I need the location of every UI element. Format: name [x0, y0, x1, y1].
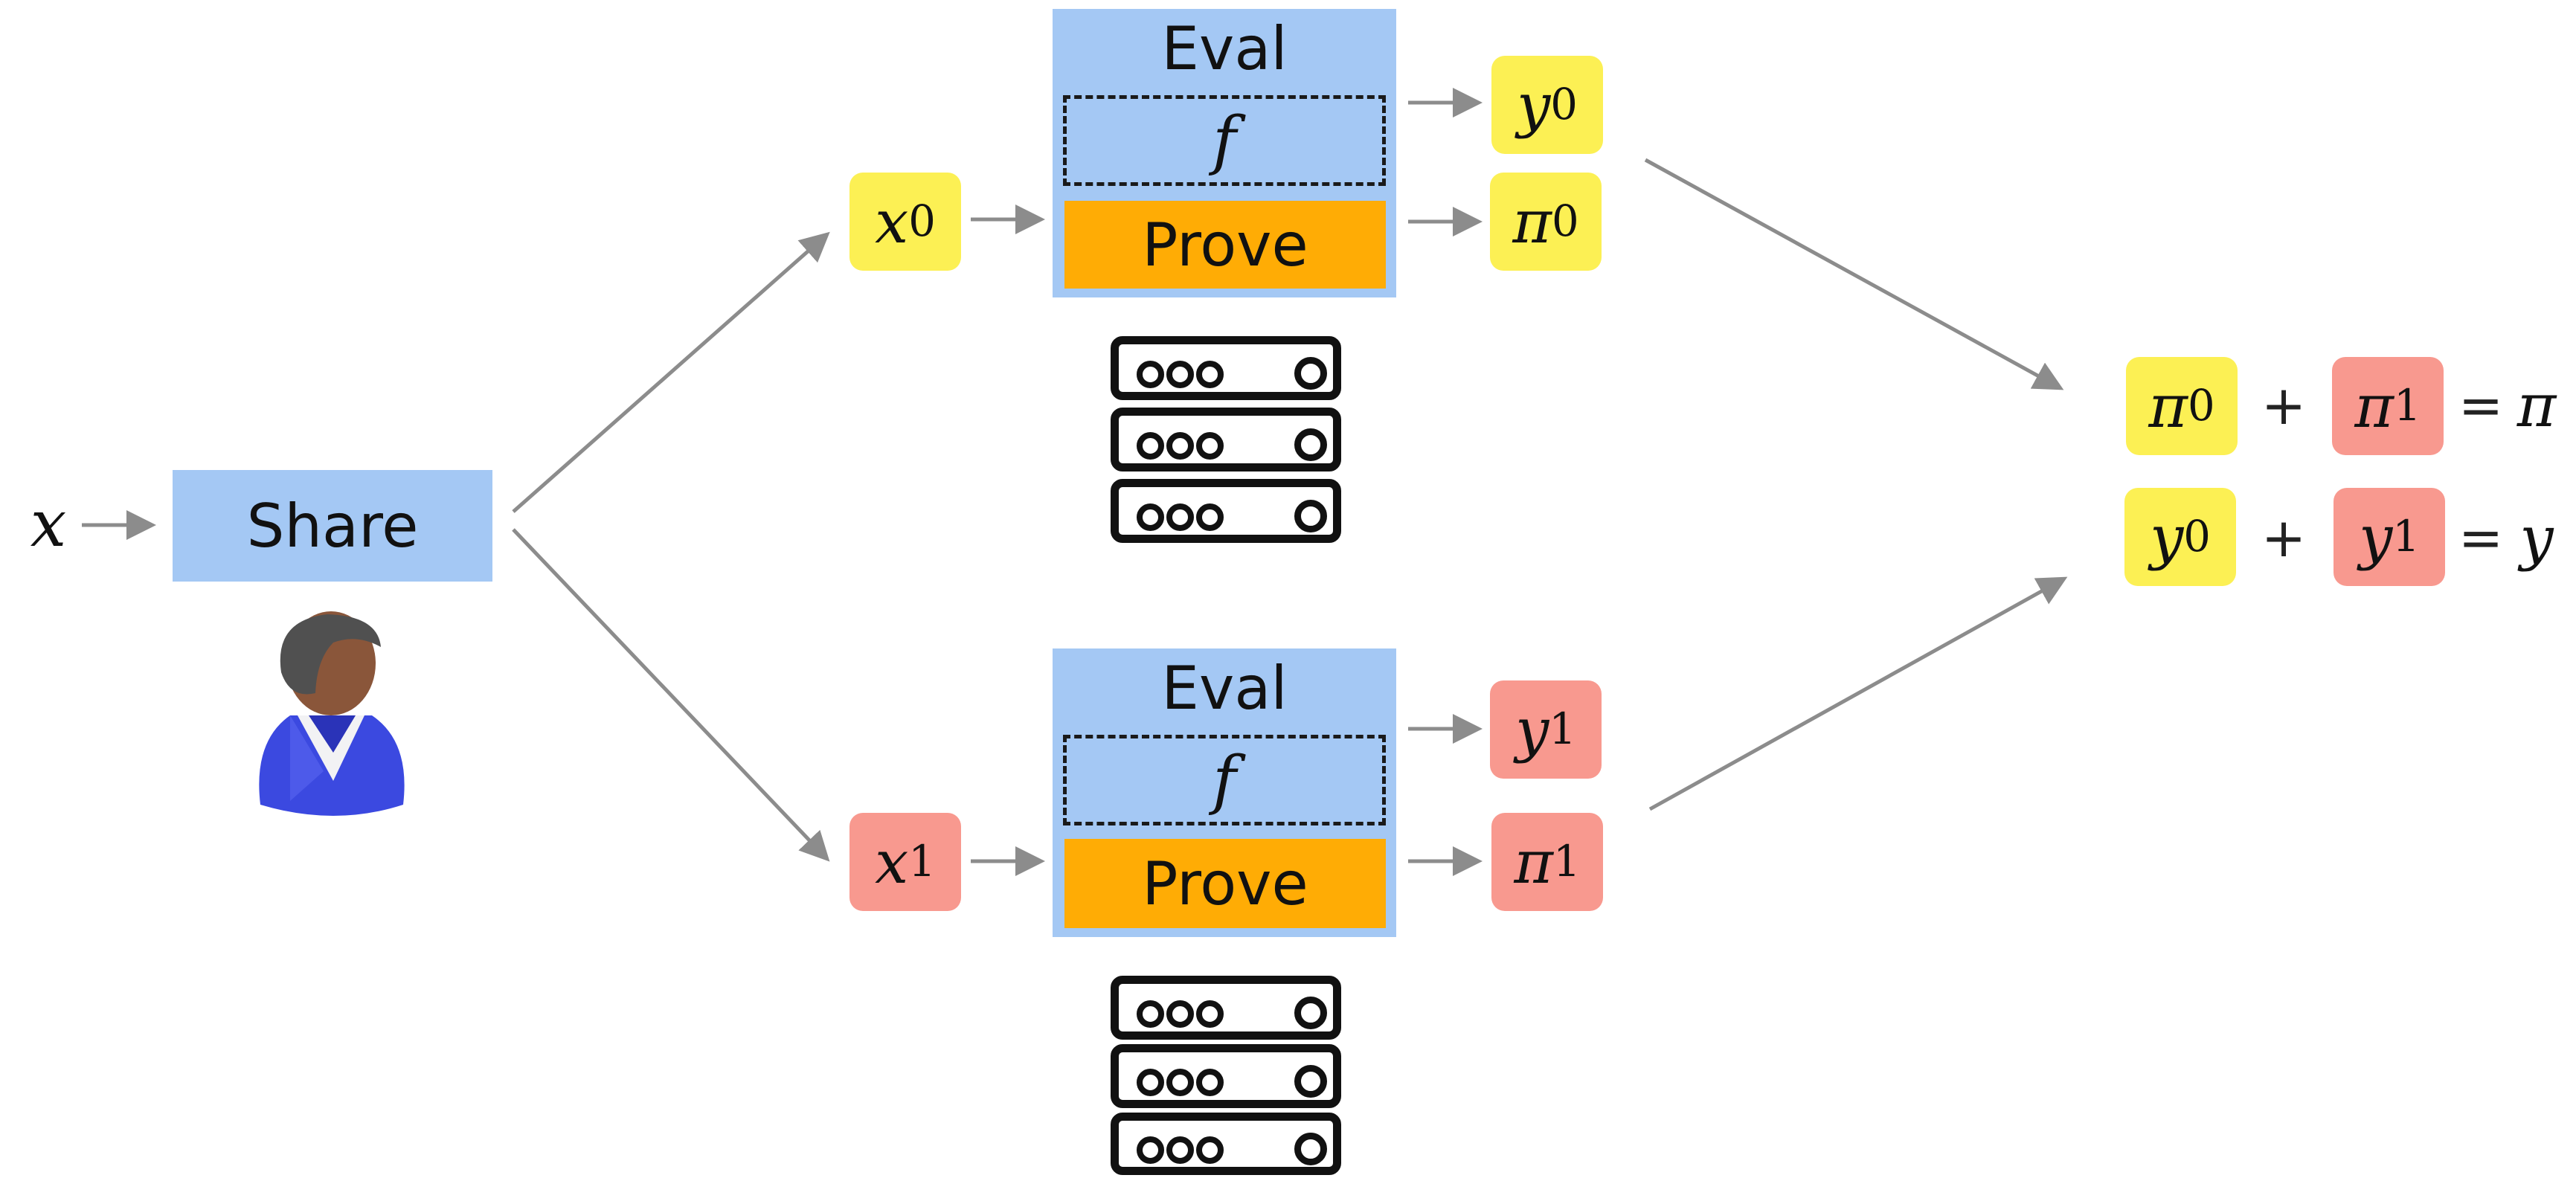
- function-box-0: f: [1063, 95, 1386, 186]
- prove-box-0: Prove: [1064, 201, 1386, 289]
- function-box-1: f: [1063, 735, 1386, 825]
- equals-operator: =: [2458, 374, 2504, 437]
- arrow-share-to-x1: [512, 528, 830, 862]
- equals-operator: =: [2458, 506, 2504, 569]
- eval-label-1: Eval: [1161, 654, 1288, 723]
- prove-box-1: Prove: [1064, 839, 1386, 928]
- combined-proof-pi: π: [2516, 370, 2557, 440]
- combined-output-y: y: [2519, 503, 2554, 573]
- user-icon: [245, 604, 417, 816]
- share-box: Share: [173, 470, 492, 582]
- arrow-server0-to-combine: [1644, 158, 2064, 390]
- share-label: Share: [246, 491, 419, 561]
- function-label-0: f: [1212, 103, 1236, 178]
- eval-label-0: Eval: [1161, 14, 1288, 83]
- input-x-label: x: [30, 487, 67, 561]
- prove-label-1: Prove: [1142, 849, 1308, 918]
- function-label-1: f: [1212, 743, 1236, 817]
- arrow-share-to-x0: [512, 231, 830, 513]
- eval-panel-1: Eval f Prove: [1053, 648, 1396, 937]
- arrow-server1-to-combine: [1648, 576, 2068, 811]
- prove-label-0: Prove: [1142, 210, 1308, 280]
- eval-panel-0: Eval f Prove: [1053, 9, 1396, 297]
- server-rack-icon: [1111, 976, 1341, 1175]
- plus-operator: +: [2261, 374, 2307, 437]
- plus-operator: +: [2261, 506, 2307, 569]
- server-rack-icon: [1111, 336, 1341, 543]
